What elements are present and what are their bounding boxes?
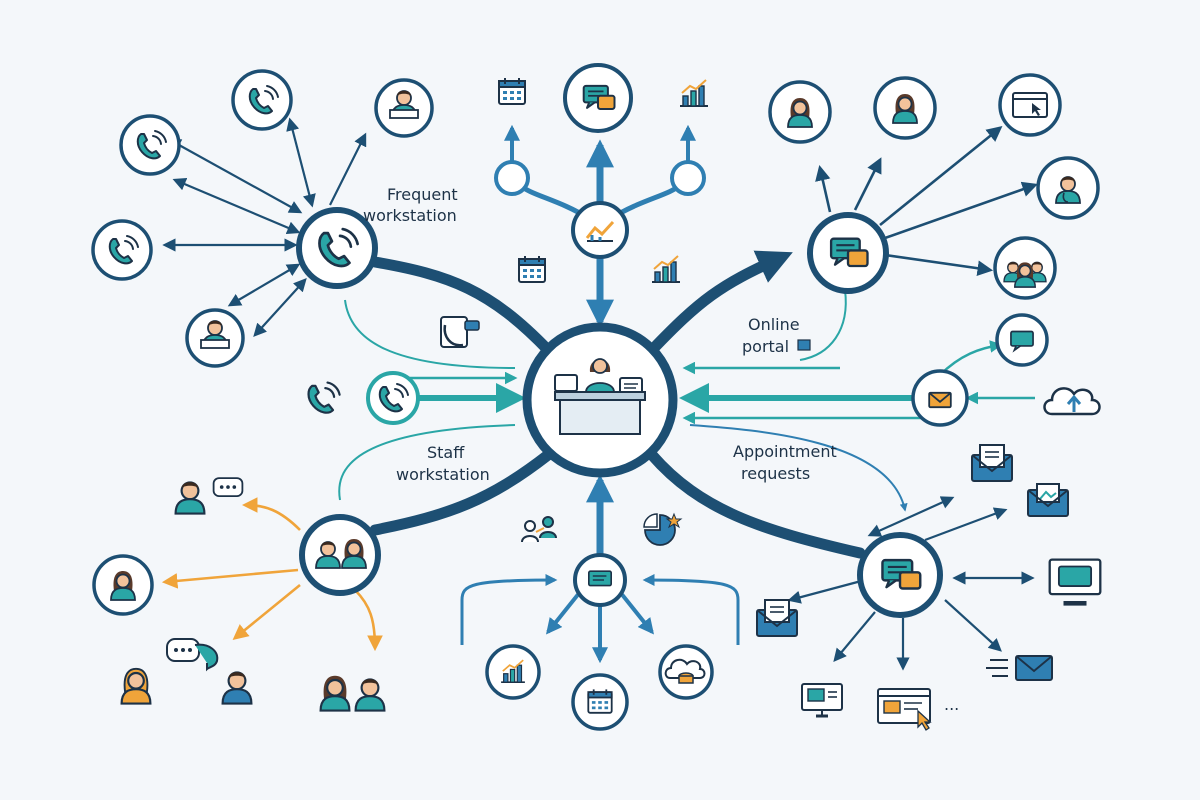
speech-bubble-icon <box>212 477 244 498</box>
browser-window-icon <box>1012 92 1048 118</box>
connectors <box>161 117 1038 671</box>
appointment-requests-label-line2: requests <box>741 464 810 483</box>
caller-node-1[interactable] <box>231 69 293 131</box>
chat-icon <box>587 570 613 587</box>
trend-chart-icon <box>585 220 615 242</box>
browser-click-icon[interactable] <box>877 688 932 731</box>
staff-at-desk-icon <box>200 319 230 349</box>
desktop-monitor-icon[interactable] <box>800 682 844 718</box>
staff-pair-icon[interactable] <box>319 674 386 712</box>
staff-call-node[interactable] <box>366 371 420 425</box>
fast-email-icon[interactable] <box>986 655 1053 681</box>
frequent-workstation-label-line2: workstation <box>363 206 457 225</box>
message-node-right[interactable] <box>995 313 1049 367</box>
team-collaboration-icon[interactable] <box>521 516 557 543</box>
appointment-requests-label-line1: Appointment <box>733 442 837 461</box>
doctor-node[interactable] <box>1036 156 1100 220</box>
staff-workstation-label-line1: Staff <box>427 443 465 462</box>
patient-node-bottom-left[interactable] <box>92 554 154 616</box>
chat-icon <box>1010 330 1034 353</box>
chat-bubbles-icon <box>166 638 219 672</box>
cloud-database-icon <box>664 658 706 684</box>
appointment-requests-hub[interactable] <box>857 532 943 618</box>
person-icon[interactable] <box>221 671 253 705</box>
group-node[interactable] <box>993 236 1057 300</box>
cloud-upload-icon[interactable] <box>1043 387 1101 416</box>
center-hub[interactable] <box>522 322 678 478</box>
caller-node-3[interactable] <box>91 219 153 281</box>
bottom-message-hub[interactable] <box>573 553 627 607</box>
frequent-workstation-hub[interactable] <box>296 207 378 289</box>
message-node-top[interactable] <box>563 63 633 133</box>
reception-desk-icon <box>554 358 646 435</box>
web-node[interactable] <box>998 73 1062 137</box>
bar-chart-icon[interactable] <box>651 255 681 283</box>
cloud-database-node[interactable] <box>658 644 714 700</box>
calendar-node-bottom[interactable] <box>571 673 629 731</box>
staff-workstation-hub[interactable] <box>299 514 381 596</box>
female-person-icon[interactable] <box>120 667 152 705</box>
calendar-icon[interactable] <box>518 255 546 283</box>
envelope-image-icon[interactable] <box>1027 483 1069 517</box>
open-envelope-icon[interactable] <box>971 444 1013 482</box>
patient-node-1[interactable] <box>768 80 832 144</box>
calendar-icon <box>587 688 613 714</box>
phone-handset-icon[interactable] <box>440 316 480 348</box>
email-node[interactable] <box>911 369 969 427</box>
envelope-icon <box>928 391 952 409</box>
email-letter-icon[interactable] <box>756 599 798 637</box>
online-portal-hub[interactable] <box>807 212 889 294</box>
staff-node-left[interactable] <box>185 308 245 368</box>
caller-node-2[interactable] <box>119 114 181 176</box>
staff-workstation-label-line2: workstation <box>396 465 490 484</box>
bar-chart-icon[interactable] <box>679 79 709 107</box>
staff-node-top[interactable] <box>374 78 434 138</box>
branch-node-right <box>670 160 706 196</box>
staff-at-desk-icon <box>389 89 419 119</box>
phone-icon[interactable] <box>307 381 341 414</box>
portal-badge-icon <box>797 339 811 351</box>
doctor-icon <box>1055 175 1081 204</box>
online-portal-label-line2: portal <box>742 337 789 356</box>
top-analytics-hub[interactable] <box>571 201 629 259</box>
analytics-node-bottom[interactable] <box>485 644 541 700</box>
branch-node-left <box>494 160 530 196</box>
more-indicator: ... <box>944 695 959 714</box>
person-icon[interactable] <box>174 481 206 515</box>
online-portal-label-line1: Online <box>748 315 800 334</box>
pie-chart-icon[interactable] <box>643 512 683 546</box>
monitor-message-icon[interactable] <box>1048 558 1102 606</box>
patient-node-2[interactable] <box>873 76 937 140</box>
calendar-icon[interactable] <box>498 77 526 105</box>
frequent-workstation-label-line1: Frequent <box>387 185 458 204</box>
